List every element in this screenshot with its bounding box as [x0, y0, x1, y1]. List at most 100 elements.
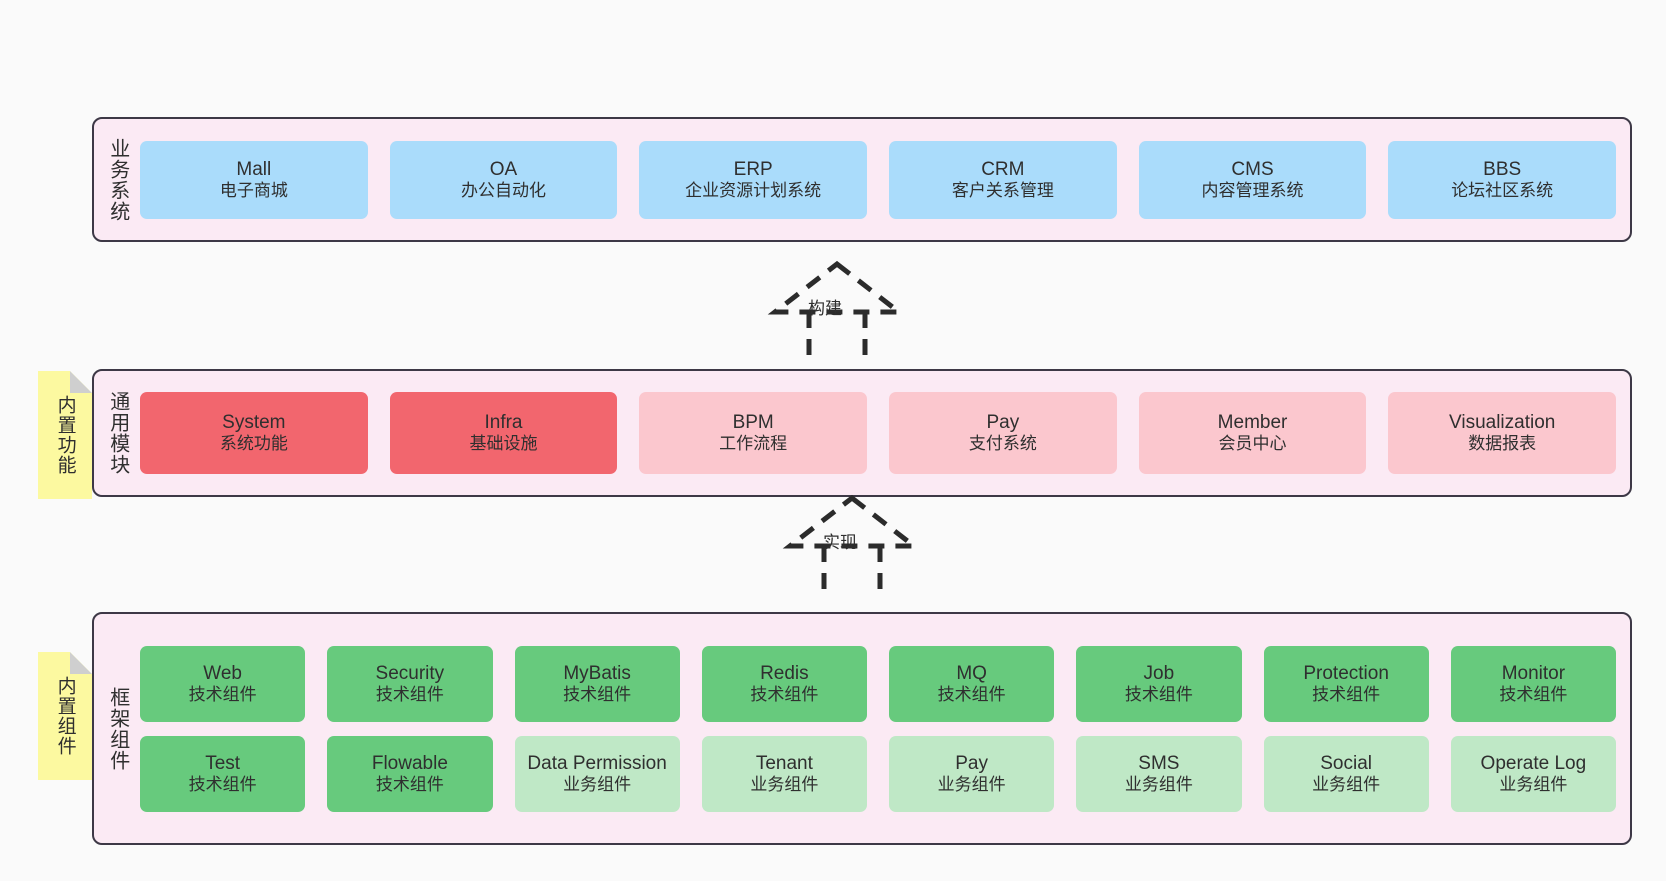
box-title: Flowable [371, 752, 448, 774]
box-title: Mall [236, 158, 272, 180]
box-subtitle: 技术组件 [1499, 684, 1568, 704]
note-fold-corner-icon [70, 652, 92, 674]
connector-implement: 实现 [767, 490, 937, 590]
box-subtitle: 业务组件 [563, 774, 632, 794]
box-subtitle: 技术组件 [375, 774, 444, 794]
box-title: Data Permission [527, 752, 667, 774]
box-title: Job [1143, 662, 1175, 684]
box-subtitle: 电子商城 [219, 180, 288, 200]
box-title: Tenant [755, 752, 813, 774]
box-subtitle: 技术组件 [563, 684, 632, 704]
box-redis[interactable]: Redis 技术组件 [701, 645, 867, 722]
box-erp[interactable]: ERP 企业资源计划系统 [639, 140, 868, 219]
box-title: Redis [760, 662, 809, 684]
box-title: Member [1217, 412, 1288, 434]
box-flowable[interactable]: Flowable 技术组件 [327, 735, 493, 812]
box-subtitle: 工作流程 [719, 434, 788, 454]
box-title: BBS [1483, 158, 1522, 180]
box-title: MyBatis [563, 662, 631, 684]
layer-row: Mall 电子商城 OA 办公自动化 ERP 企业资源计划系统 CRM 客户关系… [140, 140, 1617, 219]
box-title: MQ [956, 662, 987, 684]
box-mybatis[interactable]: MyBatis 技术组件 [514, 645, 680, 722]
box-subtitle: 论坛社区系统 [1451, 180, 1554, 200]
box-security[interactable]: Security 技术组件 [327, 645, 493, 722]
layer-framework-components: 框架组件 Web 技术组件 Security 技术组件 MyBatis 技术组件… [92, 612, 1632, 845]
box-subtitle: 会员中心 [1218, 434, 1287, 454]
box-monitor[interactable]: Monitor 技术组件 [1450, 645, 1616, 722]
box-subtitle: 技术组件 [937, 684, 1006, 704]
box-subtitle: 内容管理系统 [1201, 180, 1304, 200]
box-subtitle: 基础设施 [469, 434, 538, 454]
box-title: BPM [732, 412, 774, 434]
box-visualization[interactable]: Visualization 数据报表 [1388, 392, 1617, 474]
box-bbs[interactable]: BBS 论坛社区系统 [1388, 140, 1617, 219]
box-web[interactable]: Web 技术组件 [140, 645, 306, 722]
layer-body-frame: Web 技术组件 Security 技术组件 MyBatis 技术组件 Redi… [140, 614, 1630, 843]
layer-row: System 系统功能 Infra 基础设施 BPM 工作流程 Pay 支付系统… [140, 392, 1617, 474]
box-title: Test [205, 752, 241, 774]
box-title: Visualization [1449, 412, 1556, 434]
note-fold-corner-icon [70, 371, 92, 393]
box-title: ERP [733, 158, 773, 180]
generalization-arrow-icon [767, 260, 907, 356]
box-subtitle: 支付系统 [968, 434, 1037, 454]
box-title: SMS [1138, 752, 1180, 774]
box-protection[interactable]: Protection 技术组件 [1263, 645, 1429, 722]
box-sms[interactable]: SMS 业务组件 [1076, 735, 1242, 812]
box-subtitle: 企业资源计划系统 [685, 180, 822, 200]
layer-row: Web 技术组件 Security 技术组件 MyBatis 技术组件 Redi… [140, 645, 1616, 722]
box-subtitle: 技术组件 [375, 684, 444, 704]
box-title: Security [375, 662, 445, 684]
box-subtitle: 技术组件 [1312, 684, 1381, 704]
box-mall[interactable]: Mall 电子商城 [140, 140, 368, 219]
box-title: Pay [955, 752, 988, 774]
box-test[interactable]: Test 技术组件 [140, 735, 306, 812]
box-subtitle: 技术组件 [750, 684, 819, 704]
layer-common-modules: 通用模块 System 系统功能 Infra 基础设施 BPM 工作流程 Pay… [92, 369, 1632, 497]
box-mq[interactable]: MQ 技术组件 [889, 645, 1055, 722]
box-job[interactable]: Job 技术组件 [1076, 645, 1242, 722]
box-bpm[interactable]: BPM 工作流程 [639, 392, 868, 474]
box-operate-log[interactable]: Operate Log 业务组件 [1450, 735, 1616, 812]
connector-label-build: 构建 [808, 299, 842, 318]
box-pay-component[interactable]: Pay 业务组件 [889, 735, 1055, 812]
box-title: Infra [484, 412, 523, 434]
layer-title-module: 通用模块 [106, 391, 129, 475]
box-pay-module[interactable]: Pay 支付系统 [889, 392, 1117, 474]
box-crm[interactable]: CRM 客户关系管理 [889, 140, 1117, 219]
box-system[interactable]: System 系统功能 [140, 392, 368, 474]
box-subtitle: 业务组件 [937, 774, 1006, 794]
box-cms[interactable]: CMS 内容管理系统 [1138, 140, 1367, 219]
box-subtitle: 系统功能 [219, 434, 288, 454]
box-subtitle: 技术组件 [188, 774, 257, 794]
box-title: Operate Log [1480, 752, 1587, 774]
layer-body-business: Mall 电子商城 OA 办公自动化 ERP 企业资源计划系统 CRM 客户关系… [140, 119, 1630, 240]
layer-row: Test 技术组件 Flowable 技术组件 Data Permission … [140, 735, 1616, 812]
box-subtitle: 业务组件 [1499, 774, 1568, 794]
layer-body-module: System 系统功能 Infra 基础设施 BPM 工作流程 Pay 支付系统… [140, 371, 1630, 495]
box-tenant[interactable]: Tenant 业务组件 [701, 735, 867, 812]
note-text: 内置功能 [54, 395, 76, 475]
box-member[interactable]: Member 会员中心 [1138, 392, 1367, 474]
box-oa[interactable]: OA 办公自动化 [389, 140, 618, 219]
box-title: CMS [1231, 158, 1274, 180]
generalization-arrow-icon [782, 494, 922, 590]
box-title: Web [203, 662, 242, 684]
box-data-permission[interactable]: Data Permission 业务组件 [514, 735, 680, 812]
layer-title-business: 业务系统 [106, 137, 129, 222]
box-subtitle: 业务组件 [1124, 774, 1193, 794]
note-text: 内置组件 [54, 676, 76, 756]
box-social[interactable]: Social 业务组件 [1263, 735, 1429, 812]
box-subtitle: 业务组件 [750, 774, 819, 794]
box-subtitle: 办公自动化 [461, 180, 546, 200]
box-title: System [222, 412, 286, 434]
connector-build: 构建 [752, 256, 922, 356]
layer-title-frame: 框架组件 [106, 686, 129, 771]
box-infra[interactable]: Infra 基础设施 [389, 392, 618, 474]
layer-business-systems: 业务系统 Mall 电子商城 OA 办公自动化 ERP 企业资源计划系统 CRM… [92, 117, 1632, 242]
box-title: OA [489, 158, 518, 180]
box-title: Pay [986, 412, 1020, 434]
box-title: Monitor [1501, 662, 1566, 684]
note-builtin-components: 内置组件 [38, 652, 92, 780]
